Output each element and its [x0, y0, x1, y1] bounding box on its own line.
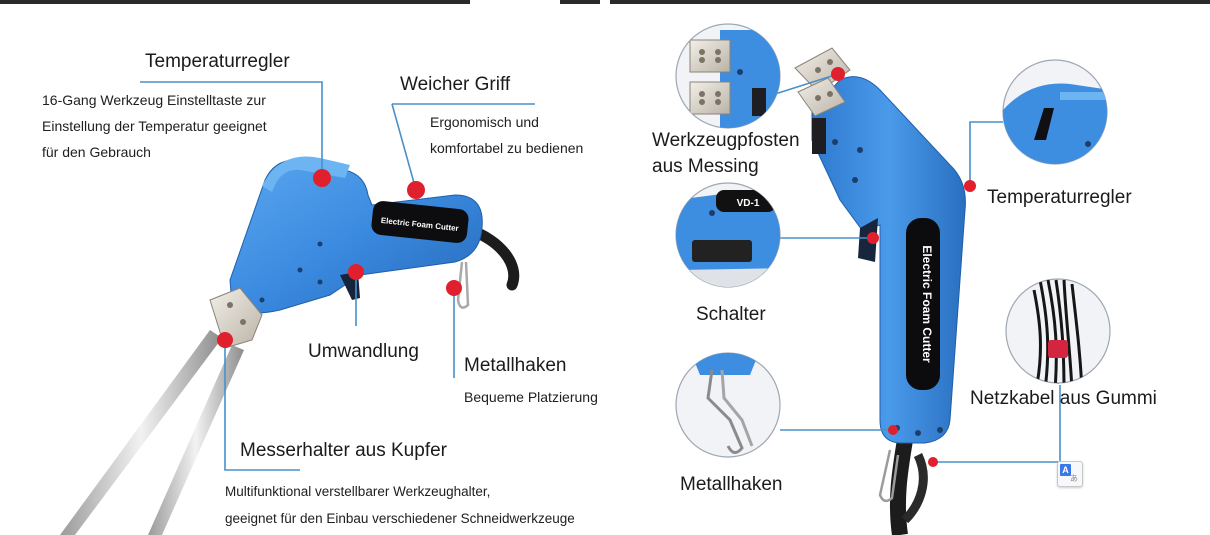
- right-schalter: Schalter: [696, 304, 766, 325]
- left-metallhaken-title: Metallhaken: [464, 355, 567, 376]
- right-netzkabel: Netzkabel aus Gummi: [970, 388, 1157, 409]
- top-border: [0, 0, 1210, 4]
- left-markers: [217, 169, 462, 348]
- right-werkzeugpfosten-1: Werkzeugpfosten: [652, 130, 800, 151]
- left-metallhaken-desc: Bequeme Platzierung: [464, 389, 598, 405]
- left-temperaturregler-desc-3: für den Gebrauch: [42, 144, 151, 160]
- left-messerhalter-title: Messerhalter aus Kupfer: [240, 440, 447, 461]
- left-griff-desc-1: Ergonomisch und: [430, 114, 539, 130]
- translate-icon[interactable]: A あ: [1057, 461, 1083, 487]
- translate-b-glyph: あ: [1070, 474, 1078, 483]
- zoom-label: VD-1: [737, 198, 760, 209]
- zoom-temperature-dial: [1002, 59, 1108, 165]
- right-device-label: Electric Foam Cutter: [920, 245, 934, 363]
- left-griff-title: Weicher Griff: [400, 74, 511, 95]
- left-messerhalter-desc-2: geeignet für den Einbau verschiedener Sc…: [225, 511, 575, 526]
- left-messerhalter-desc-1: Multifunktional verstellbarer Werkzeugha…: [225, 484, 491, 499]
- left-temperaturregler-desc-2: Einstellung der Temperatur geeignet: [42, 118, 267, 134]
- right-werkzeugpfosten-2: aus Messing: [652, 156, 759, 177]
- right-cutter: Electric Foam Cutter: [794, 47, 966, 535]
- right-metallhaken: Metallhaken: [680, 474, 783, 495]
- left-cutter: Electric Foam Cutter: [60, 156, 520, 535]
- left-griff-desc-2: komfortabel zu bedienen: [430, 140, 584, 156]
- left-temperaturregler-desc-1: 16-Gang Werkzeug Einstelltaste zur: [42, 92, 266, 108]
- left-callout-lines: [140, 81, 535, 471]
- zoom-hook: [675, 352, 781, 458]
- zoom-cable: [1005, 278, 1111, 384]
- right-temperaturregler: Temperaturregler: [987, 187, 1132, 208]
- left-temperaturregler-title: Temperaturregler: [145, 51, 290, 72]
- zoom-switch: VD-1: [675, 182, 781, 288]
- zoom-brass-posts: [675, 23, 781, 129]
- left-umwandlung-label: Umwandlung: [308, 341, 419, 362]
- translate-a-glyph: A: [1060, 464, 1071, 476]
- right-markers: [831, 67, 976, 467]
